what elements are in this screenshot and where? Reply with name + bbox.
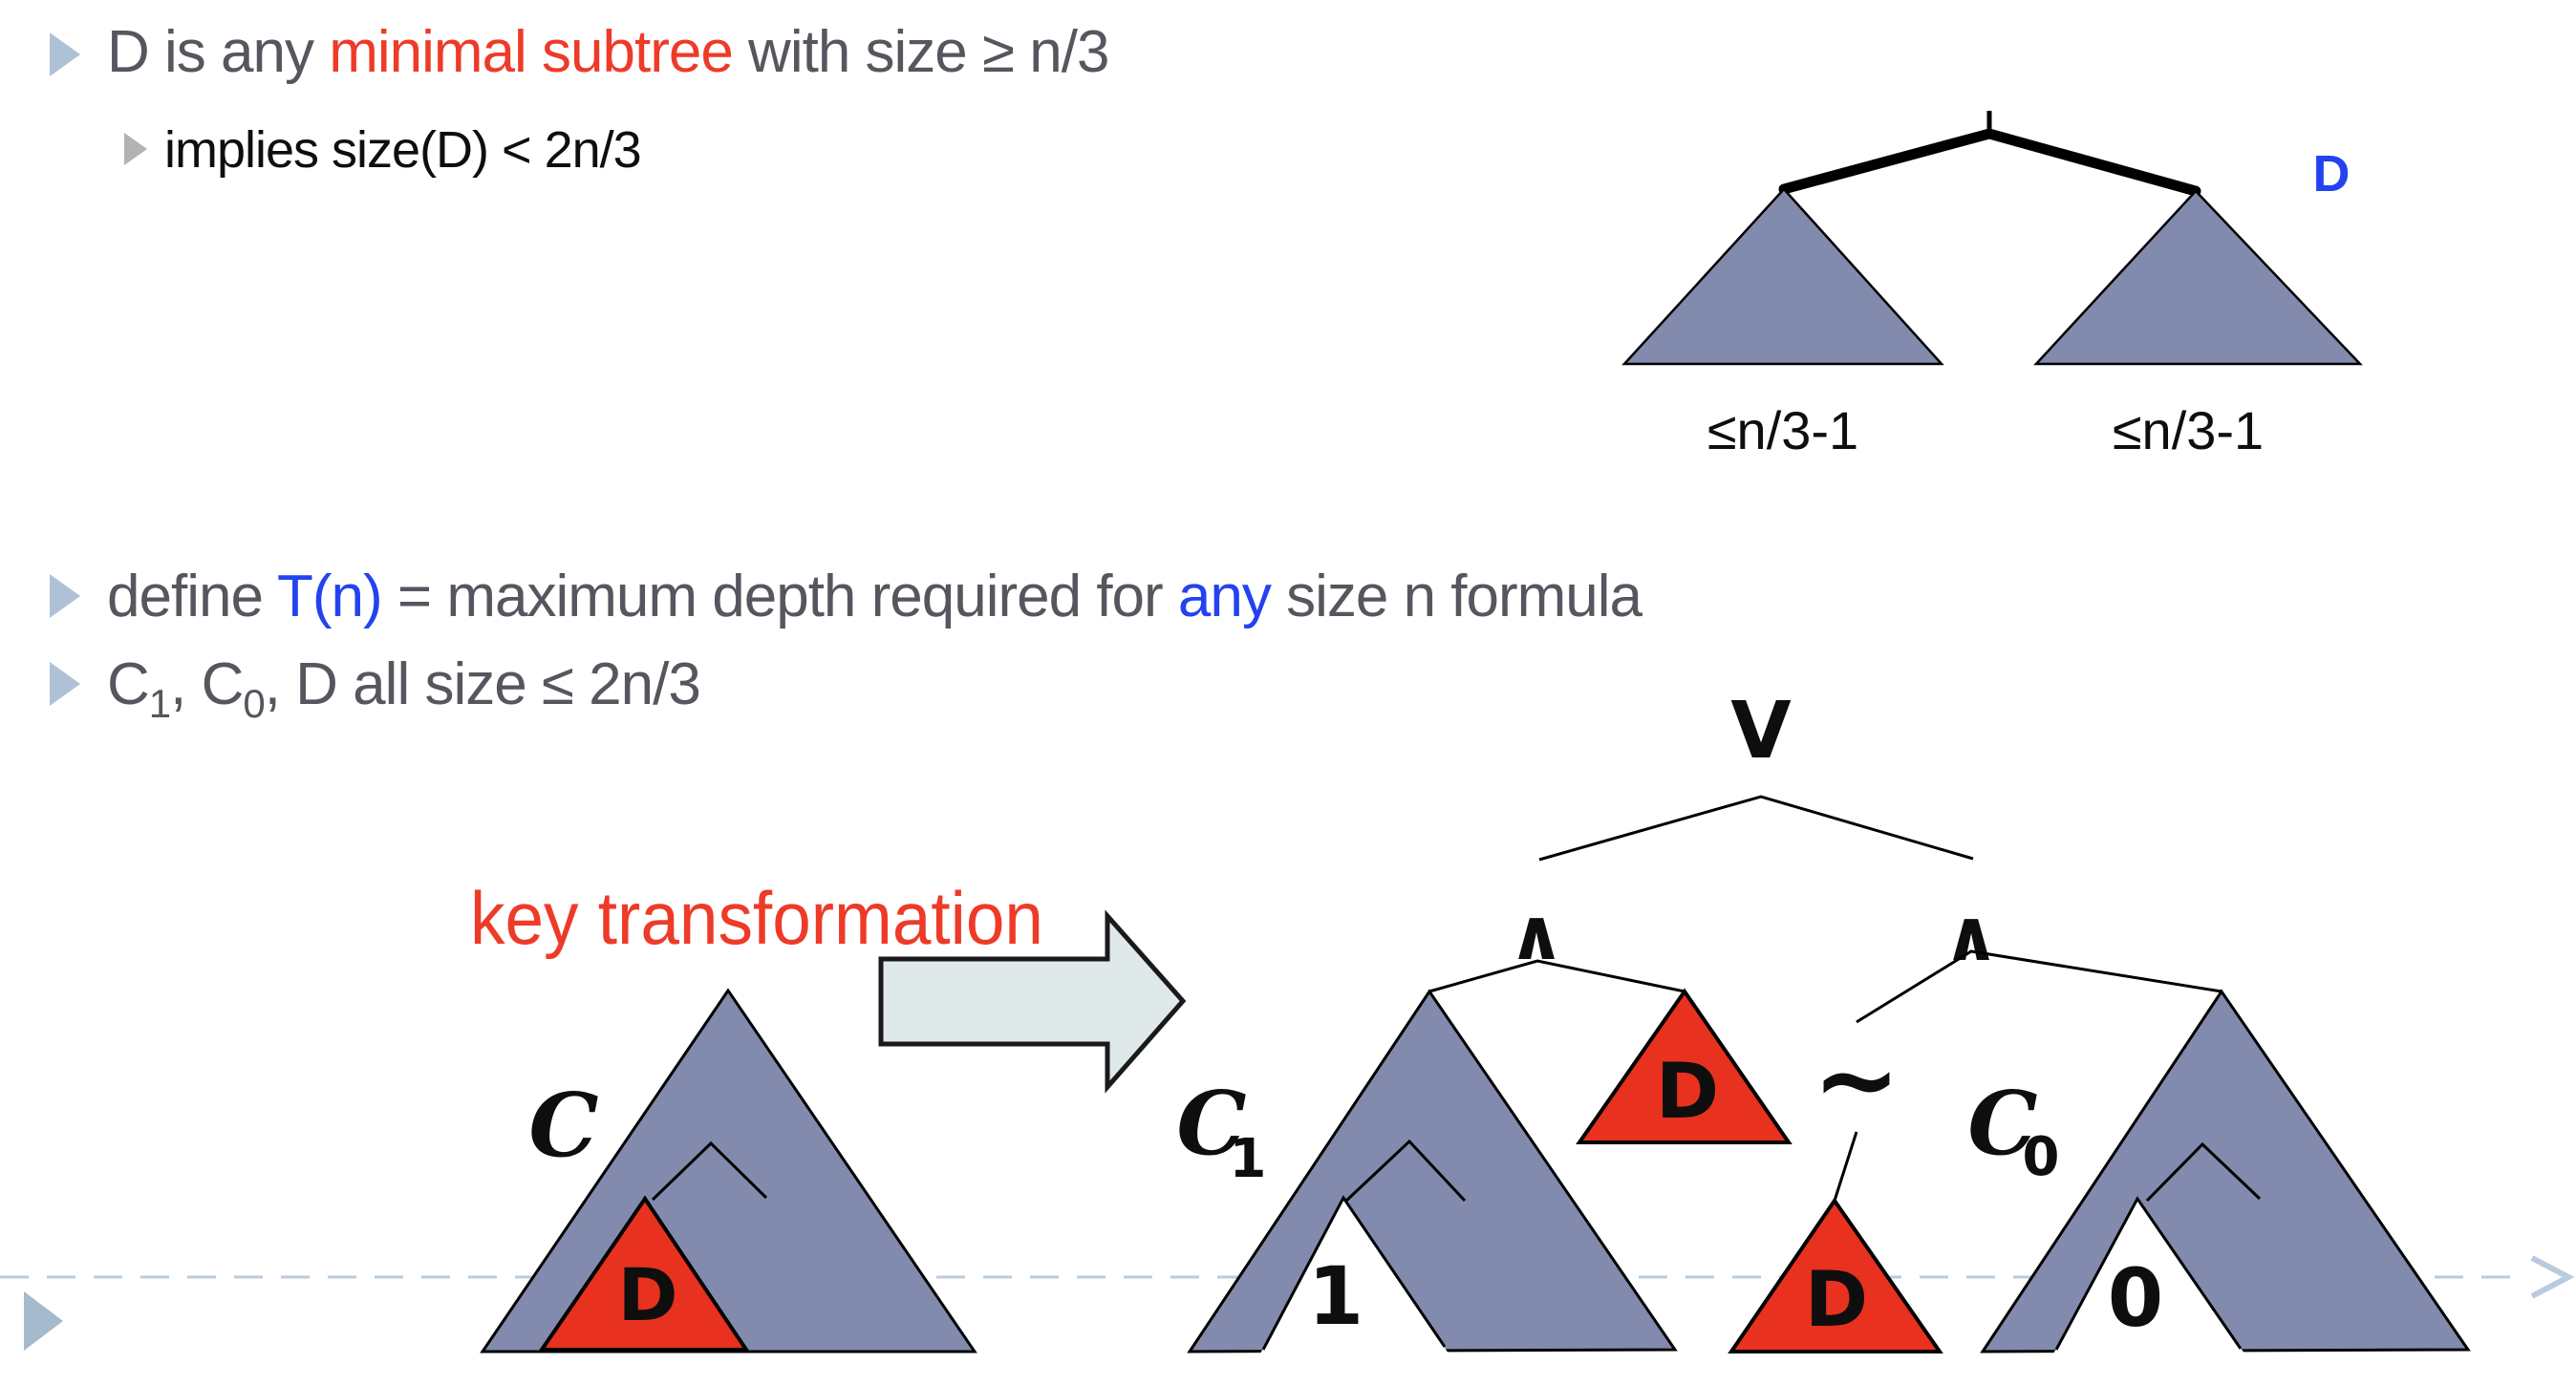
- bullet-1-pre: D is any: [107, 19, 329, 85]
- c0-subscript: 0: [2023, 1126, 2060, 1188]
- not-gate-label: ~: [1813, 1018, 1900, 1140]
- bullet-chevron-icon: [50, 32, 80, 76]
- c1-tent-notch: [1259, 1198, 1449, 1355]
- bullet-3-pre: define: [107, 564, 277, 629]
- c0-notch-edges: [2054, 1196, 2243, 1351]
- bullet-sizes: C1, C0, D all size ≤ 2n/3: [107, 651, 700, 726]
- d-upper-label: D: [1656, 1047, 1719, 1136]
- leaf-one-label: 1: [1308, 1249, 1363, 1343]
- d-subtree-label: D: [617, 1252, 677, 1337]
- d-subtree-triangle: [538, 1195, 750, 1352]
- bullet-4-c: C: [107, 651, 149, 717]
- right-subtree-size-label: ≤n/3-1: [2113, 400, 2264, 460]
- d-lower-triangle: [1728, 1197, 1943, 1353]
- bullet-4-mid: , C: [170, 651, 243, 717]
- c0-label: C: [1967, 1072, 2037, 1175]
- key-transformation-label: key transformation: [470, 876, 1043, 960]
- bullet-4-sub0: 0: [243, 681, 264, 726]
- d-upper-triangle: [1576, 988, 1792, 1144]
- left-subtree-triangle: [1621, 187, 1944, 366]
- c1-notch-edges: [1261, 1195, 1447, 1351]
- bullet-chevron-icon: [50, 662, 80, 706]
- left-subtree-size-label: ≤n/3-1: [1707, 400, 1858, 460]
- c-label: C: [528, 1074, 598, 1177]
- formula-c-figure: C D: [480, 988, 977, 1353]
- root-branches: [1538, 795, 1974, 862]
- c1-subscript: 1: [1230, 1128, 1267, 1190]
- c1-label: C: [1176, 1072, 1246, 1175]
- not-to-d-edge: [1833, 1131, 1858, 1202]
- bullet-1-post: with size ≥ n/3: [733, 19, 1109, 85]
- right-subtree-triangle: [2033, 189, 2363, 366]
- and-right-branches: [1856, 949, 2222, 1024]
- sub-bullet-chevron-icon: [124, 133, 147, 165]
- root-right-edge: [1984, 128, 2201, 197]
- c1-inner-caret: [1343, 1139, 1467, 1204]
- root-left-edge: [1778, 128, 1995, 195]
- bullet-3-any: any: [1178, 564, 1272, 629]
- divider-end-chevron-icon: [2530, 1255, 2575, 1299]
- transformed-tree-figure: V ∧ ∧ 1 C 1 D ~ D 0 C 0: [1176, 686, 2471, 1355]
- bullet-4-rest: , D all size ≤ 2n/3: [265, 651, 700, 717]
- bullet-1-highlight: minimal subtree: [329, 19, 733, 85]
- bullet-1-sub: implies size(D) < 2n/3: [164, 121, 641, 179]
- d-label: D: [2313, 145, 2351, 202]
- or-gate-label: V: [1730, 686, 1792, 777]
- leaf-zero-label: 0: [2108, 1251, 2163, 1345]
- bullet-1: D is any minimal subtree with size ≥ n/3: [107, 19, 1108, 85]
- d-lower-label: D: [1805, 1255, 1868, 1344]
- and-left-branches: [1428, 959, 1685, 993]
- c0-inner-caret: [2145, 1141, 2262, 1203]
- bullet-3-tn: T(n): [277, 564, 382, 629]
- bullet-3-mid: = maximum depth required for: [382, 564, 1178, 629]
- c0-tent-notch: [2052, 1199, 2244, 1355]
- play-decoration-icon: [24, 1291, 63, 1351]
- transform-arrow-icon: [878, 909, 1187, 1094]
- bullet-define-tn: define T(n) = maximum depth required for…: [107, 564, 1643, 629]
- bullet-4-sub1: 1: [149, 681, 170, 726]
- bullet-3-post: size n formula: [1271, 564, 1643, 629]
- bullet-chevron-icon: [50, 574, 80, 618]
- top-right-diagram: D ≤n/3-1 ≤n/3-1: [1621, 111, 2363, 460]
- c-inner-caret: [651, 1140, 768, 1202]
